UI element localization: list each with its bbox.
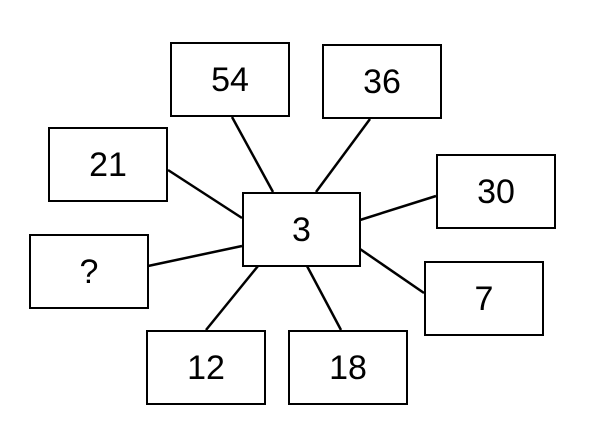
- node-lower-right: 7: [424, 261, 544, 336]
- node-lower-right-value: 7: [474, 279, 494, 318]
- connector-7: [359, 247, 425, 295]
- node-top-left: 54: [170, 42, 290, 117]
- center-node-value: 3: [292, 210, 311, 249]
- connector-12: [205, 265, 259, 331]
- connector-18: [305, 265, 343, 331]
- connector-30: [359, 194, 437, 222]
- node-upper-right: 30: [436, 154, 556, 229]
- node-lower-left-value: ?: [79, 252, 99, 291]
- node-top-left-value: 54: [211, 60, 249, 99]
- node-upper-left: 21: [48, 127, 168, 202]
- connector-36: [314, 118, 372, 193]
- node-top-right-value: 36: [363, 62, 401, 101]
- node-bottom-right-value: 18: [329, 348, 367, 387]
- node-lower-left: ?: [29, 234, 149, 309]
- connector-54: [230, 116, 275, 193]
- node-bottom-left: 12: [146, 330, 266, 405]
- node-upper-left-value: 21: [89, 145, 127, 184]
- center-node: 3: [242, 192, 361, 267]
- node-bottom-right: 18: [288, 330, 408, 405]
- node-bottom-left-value: 12: [187, 348, 225, 387]
- connector-21: [167, 168, 243, 220]
- node-upper-right-value: 30: [477, 172, 515, 211]
- node-top-right: 36: [322, 44, 442, 119]
- connector-question: [147, 244, 243, 268]
